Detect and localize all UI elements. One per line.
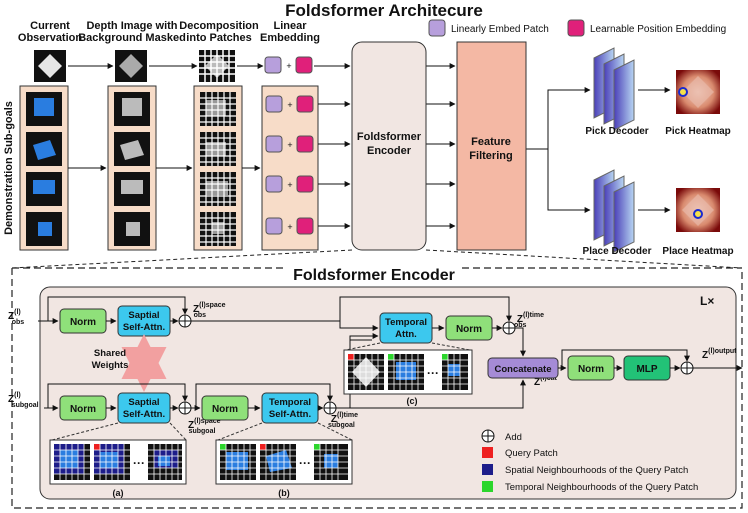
current-patch-grid — [199, 50, 235, 82]
repeat-count-label: L× — [700, 294, 714, 308]
spatial-attn-subgoal-label-2: Self-Attn. — [123, 409, 165, 420]
linear-embedding-label-2: Embedding — [260, 32, 320, 44]
place-decoder-label: Place Decoder — [583, 246, 652, 257]
inset-c: ··· — [343, 342, 473, 395]
spatial-attn-obs-label-2: Self-Attn. — [123, 322, 165, 333]
svg-text:···: ··· — [299, 456, 311, 470]
z-subgoal-input-label: Z(l)subgoal — [8, 392, 39, 409]
norm-subgoal-temporal-label: Norm — [212, 404, 238, 415]
pick-heatmap-label: Pick Heatmap — [665, 126, 731, 137]
place-heatmap-label: Place Heatmap — [662, 246, 733, 257]
current-observation-label-2: Observation — [18, 32, 82, 44]
inset-a: ··· — [49, 422, 187, 485]
feature-filtering-label-1: Feature — [471, 136, 511, 148]
legend-spatial-label: Spatial Neighbourhoods of the Query Patc… — [505, 465, 688, 476]
legend-query-label: Query Patch — [505, 448, 558, 459]
inset-a-label: (a) — [113, 488, 124, 498]
legend-temporal-label: Temporal Neighbourhoods of the Query Pat… — [505, 482, 698, 493]
current-observation-label-1: Current — [30, 20, 70, 32]
bottom-legend: Add Query Patch Spatial Neighbourhoods o… — [481, 429, 698, 493]
place-decoder-stack — [593, 169, 635, 253]
temporal-self-attn-label-2: Self-Attn. — [269, 409, 311, 420]
depth-image-label-1: Depth Image with — [86, 20, 177, 32]
legend-embed-swatch — [428, 19, 446, 37]
depth-image-label-2: Background Masked — [78, 32, 186, 44]
linear-embedding-label-1: Linear — [273, 20, 307, 32]
legend-position-swatch — [567, 19, 585, 37]
svg-text:+: + — [287, 180, 292, 190]
norm-obs-spatial-label: Norm — [70, 317, 96, 328]
legend-temporal-swatch — [482, 481, 493, 492]
encoder-box-label-1: Foldsformer — [357, 131, 422, 143]
svg-text:···: ··· — [427, 366, 439, 380]
decomposition-label-1: Decomposition — [179, 20, 259, 32]
shared-weights-label-1: Shared — [94, 348, 126, 359]
top-legend: Linearly Embed Patch Learnable Position … — [428, 19, 726, 37]
position-embed-icon — [295, 56, 313, 74]
pick-heatmap-cloth — [682, 76, 714, 108]
encoder-connections — [38, 296, 743, 411]
pick-decoder-label: Pick Decoder — [585, 126, 648, 137]
z-output-label: Z(l)output — [702, 348, 737, 361]
current-observation-row: + — [34, 50, 313, 82]
embed-patch-icon — [264, 56, 282, 74]
inset-c-label: (c) — [407, 396, 418, 406]
foldsformer-encoder-box — [351, 41, 427, 251]
depth-cloth-shape — [119, 54, 143, 78]
z-obs-input-label: Z(l)obs — [8, 309, 24, 326]
temporal-attn-label-2: Attn. — [395, 329, 417, 340]
demo-patch-grids — [200, 92, 236, 246]
embedding-pairs: + + + + — [265, 95, 314, 235]
place-point — [693, 209, 703, 219]
demo-frames — [26, 92, 150, 246]
spatial-attn-obs-label-1: Saptial — [128, 310, 159, 321]
shared-weights-label-2: Weights — [92, 360, 129, 371]
feature-filtering-label-2: Filtering — [469, 150, 512, 162]
cloth-shape — [38, 54, 62, 78]
column-headers: Current Observation Depth Image with Bac… — [18, 20, 320, 44]
svg-text:+: + — [287, 140, 292, 150]
encoder-detail-title: Foldsformer Encoder — [293, 267, 455, 284]
norm-obs-temporal-label: Norm — [456, 324, 482, 335]
diagram-title: Foldsformer Architecure — [285, 1, 483, 20]
legend-spatial-swatch — [482, 464, 493, 475]
svg-text:···: ··· — [133, 456, 145, 470]
pick-decoder-stack — [593, 47, 635, 131]
encoder-detail-panel — [11, 249, 743, 509]
temporal-attn-label-1: Temporal — [385, 317, 427, 328]
plus-sign: + — [286, 61, 291, 71]
legend-embed-label: Linearly Embed Patch — [451, 24, 549, 35]
feature-filtering-box — [456, 41, 527, 251]
top-flow-arrows — [68, 63, 671, 229]
inset-b-label: (b) — [278, 488, 290, 498]
decomposition-label-2: into Patches — [186, 32, 251, 44]
legend-position-label: Learnable Position Embedding — [590, 24, 726, 35]
legend-add-label: Add — [505, 432, 522, 443]
encoder-box-label-2: Encoder — [367, 145, 412, 157]
inset-b: ··· — [215, 422, 353, 485]
svg-text:+: + — [287, 222, 292, 232]
mlp-label: MLP — [636, 364, 657, 375]
spatial-attn-subgoal-label-1: Saptial — [128, 397, 159, 408]
norm-subgoal-spatial-label: Norm — [70, 404, 96, 415]
norm-final-label: Norm — [578, 364, 604, 375]
concatenate-label: Concatenate — [494, 364, 551, 375]
legend-query-swatch — [482, 447, 493, 458]
pick-point — [678, 87, 688, 97]
temporal-self-attn-label-1: Temporal — [269, 397, 311, 408]
svg-text:+: + — [287, 100, 292, 110]
demonstration-subgoals-label: Demonstration Sub-goals — [3, 101, 15, 235]
